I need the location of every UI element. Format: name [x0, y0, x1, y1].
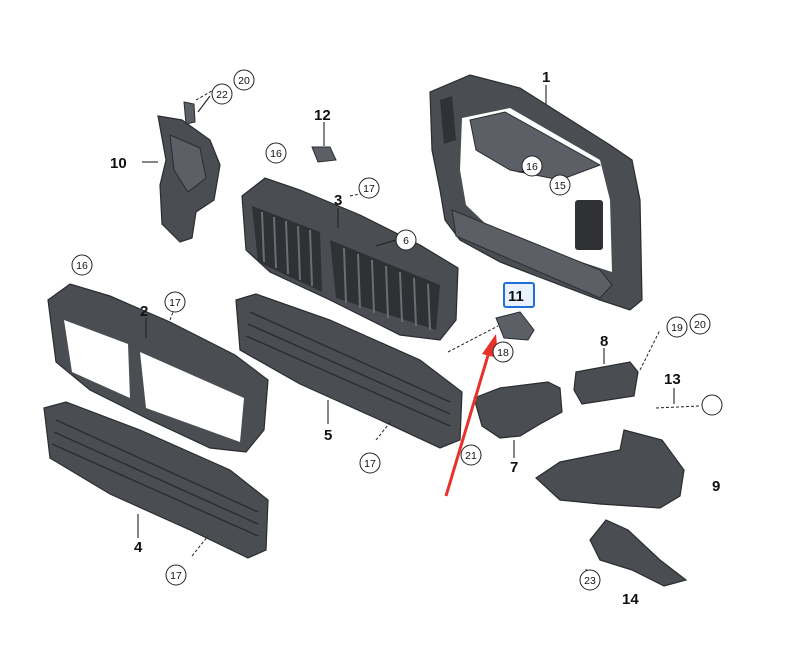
svg-text:19: 19 [671, 322, 683, 334]
grille-3-bars [261, 211, 431, 331]
label-12: 12 [314, 107, 331, 124]
svg-text:20: 20 [238, 75, 250, 87]
svg-text:16: 16 [526, 161, 538, 173]
circle-6: 6 [395, 229, 417, 251]
svg-text:17: 17 [364, 458, 376, 470]
part-5-shutter [235, 293, 463, 449]
circle-15: 15 [549, 174, 571, 196]
svg-text:20: 20 [694, 319, 706, 331]
svg-text:17: 17 [170, 570, 182, 582]
label-4: 4 [134, 539, 143, 556]
circle-22: 22 [211, 83, 233, 105]
label-10: 10 [110, 155, 127, 172]
leader-lines [137, 83, 701, 581]
part-1-frame [429, 74, 643, 311]
circle-19: 19 [666, 316, 688, 338]
label-8: 8 [600, 333, 608, 350]
circle-16-top-grille: 16 [265, 142, 287, 164]
circle-17-top-grille: 17 [358, 177, 380, 199]
label-11: 11 [508, 288, 524, 305]
part-7-duct [473, 381, 563, 439]
circle-17-middle: 17 [359, 452, 381, 474]
part-14-duct [589, 519, 688, 587]
part-8-hose [573, 361, 639, 405]
circle-17-left-grille: 17 [164, 291, 186, 313]
circle-partial-right [701, 394, 723, 416]
label-5: 5 [324, 427, 332, 444]
svg-text:17: 17 [169, 297, 181, 309]
circle-23: 23 [579, 569, 601, 591]
svg-text:16: 16 [270, 148, 282, 160]
circle-16-left: 16 [71, 254, 93, 276]
part-10-bracket [157, 101, 221, 243]
svg-text:17: 17 [363, 183, 375, 195]
label-9: 9 [712, 478, 720, 495]
label-14: 14 [622, 591, 639, 608]
label-7: 7 [510, 459, 518, 476]
label-3: 3 [334, 192, 342, 209]
part-11-bracket [495, 311, 535, 341]
part-2-grille-frame [47, 283, 269, 453]
svg-text:16: 16 [76, 260, 88, 272]
highlight-box-11 [503, 282, 535, 308]
circle-20-right: 20 [689, 313, 711, 335]
circle-17-bottom: 17 [165, 564, 187, 586]
svg-text:6: 6 [403, 235, 409, 247]
svg-text:23: 23 [584, 575, 596, 587]
circle-18: 18 [492, 341, 514, 363]
part-4-shutter [43, 401, 269, 559]
circle-21: 21 [460, 444, 482, 466]
svg-text:15: 15 [554, 180, 566, 192]
label-13: 13 [664, 371, 681, 388]
circle-20-top: 20 [233, 69, 255, 91]
part-9-duct [535, 429, 685, 509]
part-3-grille [241, 177, 459, 341]
label-2: 2 [140, 303, 148, 320]
svg-text:22: 22 [216, 89, 228, 101]
svg-text:21: 21 [465, 450, 477, 462]
label-1: 1 [542, 69, 550, 86]
circle-16-frame: 16 [521, 155, 543, 177]
part-12-clip [311, 146, 337, 163]
svg-text:18: 18 [497, 347, 509, 359]
